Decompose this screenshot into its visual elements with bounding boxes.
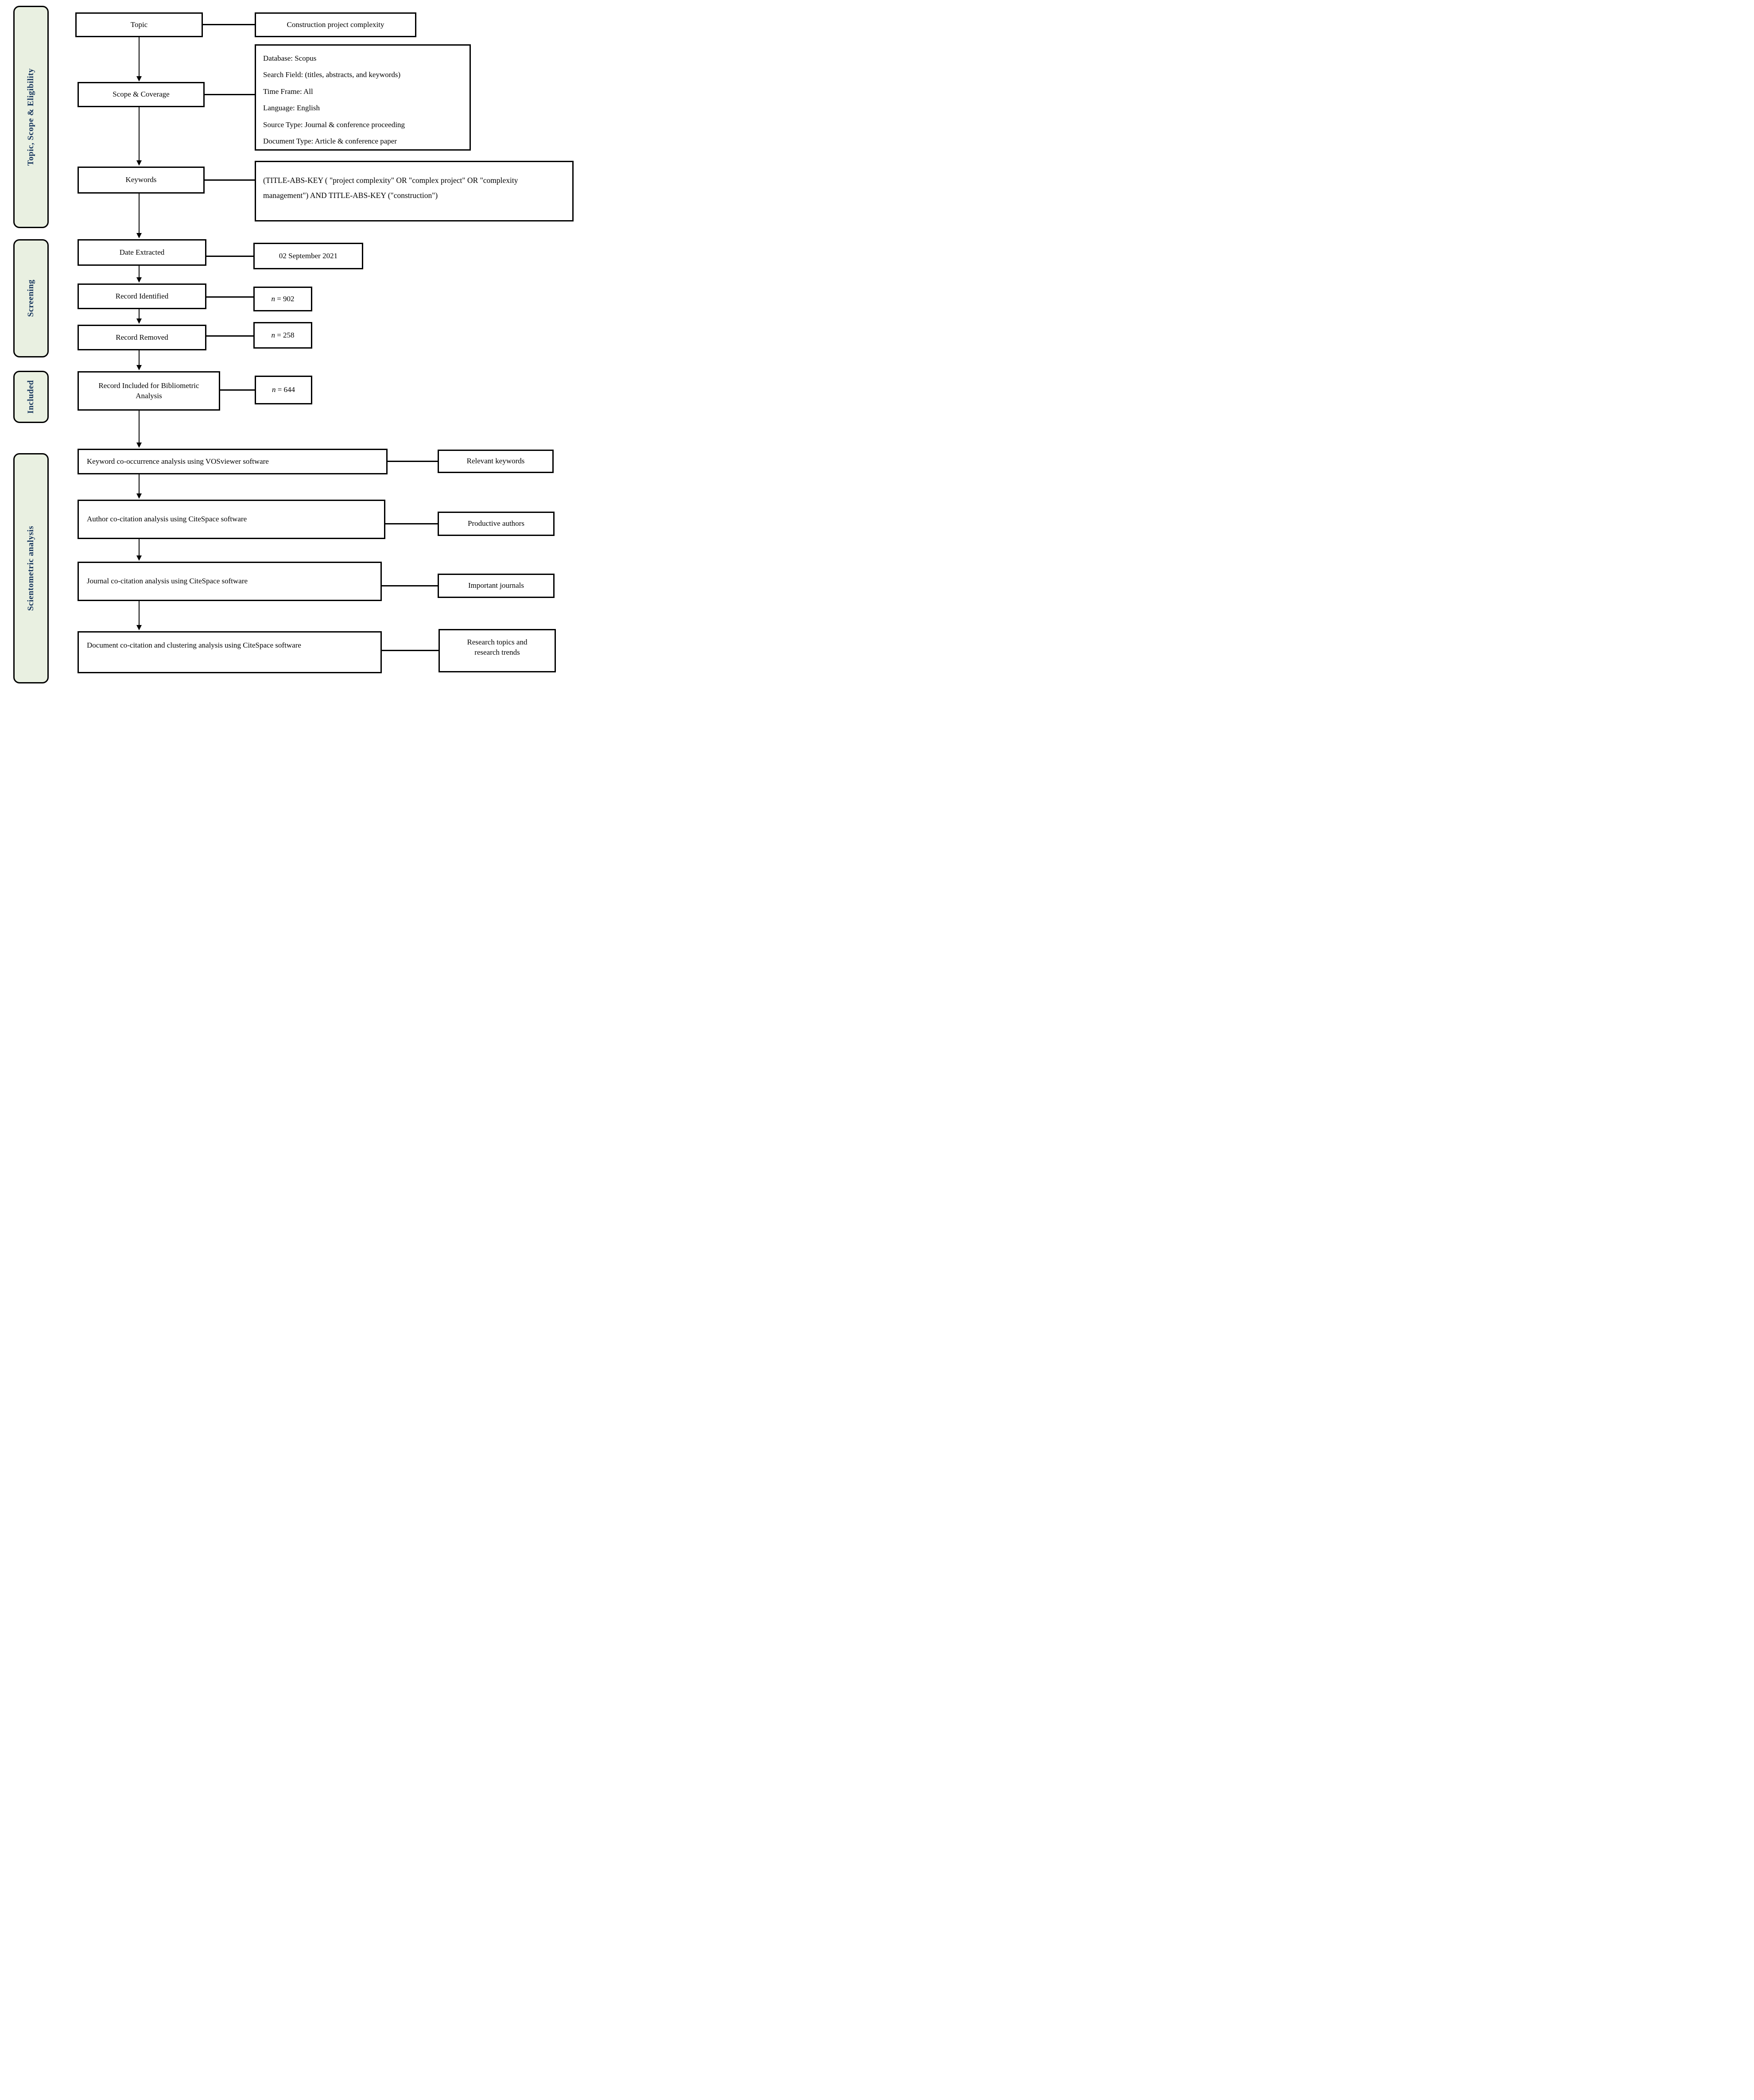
stage-label: Screening [26,279,35,317]
stage-screening: Screening [13,239,49,357]
down-arrow-icon [136,318,142,324]
connector-author-to-journal [139,539,140,556]
connector-date-to-identified [139,266,140,278]
down-arrow-icon [136,277,142,283]
author-cocitation-box: Author co-citation analysis using CiteSp… [78,500,385,539]
down-arrow-icon [136,443,142,448]
document-cocitation-label: Document co-citation and clustering anal… [87,641,301,649]
connector-date-value [206,256,253,257]
date-extracted-label: Date Extracted [119,248,165,256]
connector-journal-important [382,585,438,586]
connector-topic-note [203,24,255,25]
date-value-box: 02 September 2021 [253,243,363,269]
count-value: n = 902 [271,294,294,304]
scope-detail-search-field: Search Field: (titles, abstracts, and ke… [263,70,401,79]
record-removed-count-box: n = 258 [253,322,312,349]
topic-note-box: Construction project complexity [255,12,416,37]
connector-removed-to-included [139,350,140,366]
author-cocitation-label: Author co-citation analysis using CiteSp… [87,515,247,524]
stage-label: Included [26,380,35,414]
connector-topic-to-scope [139,37,140,77]
keywords-box: Keywords [78,167,205,194]
scope-coverage-label: Scope & Coverage [113,90,170,99]
record-identified-box: Record Identified [78,283,206,309]
connector-included-to-keywordanalysis [139,411,140,443]
stage-label: Topic, Scope & Eligibility [26,68,35,166]
stage-topic-scope-eligibility: Topic, Scope & Eligibility [13,6,49,228]
connector-keywords-query [205,179,255,181]
record-removed-box: Record Removed [78,325,206,350]
keyword-cooccurrence-box: Keyword co-occurrence analysis using VOS… [78,449,388,474]
stage-scientometric-analysis: Scientometric analysis [13,453,49,683]
scope-detail-database: Database: Scopus [263,54,317,62]
record-removed-label: Record Removed [116,333,168,342]
date-value: 02 September 2021 [279,251,338,260]
n-symbol: n [271,330,275,339]
connector-removed-count [206,335,253,337]
count-number: = 644 [276,385,295,394]
connector-identified-to-removed [139,309,140,319]
scope-detail-language: Language: English [263,104,320,113]
keyword-cooccurrence-label: Keyword co-occurrence analysis using VOS… [87,457,269,466]
down-arrow-icon [136,555,142,561]
record-identified-label: Record Identified [115,291,169,300]
productive-authors-box: Productive authors [438,512,555,536]
relevant-keywords-label: Relevant keywords [466,457,525,466]
connector-identified-count [206,296,253,298]
important-journals-box: Important journals [438,574,555,598]
count-value: n = 644 [272,385,295,395]
down-arrow-icon [136,493,142,499]
relevant-keywords-box: Relevant keywords [438,450,554,473]
n-symbol: n [272,385,276,394]
connector-keyword-relevant [388,461,438,462]
connector-scope-to-keywords [139,107,140,161]
count-number: = 258 [275,330,295,339]
topic-label: Topic [130,20,148,29]
stage-label: Scientometric analysis [26,525,35,611]
date-extracted-box: Date Extracted [78,239,206,266]
keywords-query: (TITLE-ABS-KEY ( "project complexity" OR… [263,176,518,200]
down-arrow-icon [136,625,142,630]
scope-coverage-box: Scope & Coverage [78,82,205,107]
scope-detail-source-type: Source Type: Journal & conference procee… [263,120,405,129]
connector-keywords-to-date [139,194,140,234]
journal-cocitation-label: Journal co-citation analysis using CiteS… [87,577,248,586]
down-arrow-icon [136,365,142,370]
scope-details-box: Database: Scopus Search Field: (titles, … [255,44,471,151]
record-included-count-box: n = 644 [255,376,312,404]
connector-journal-to-document [139,601,140,626]
journal-cocitation-box: Journal co-citation analysis using CiteS… [78,562,382,601]
connector-keywordanalysis-to-author [139,474,140,494]
down-arrow-icon [136,233,142,238]
document-cocitation-box: Document co-citation and clustering anal… [78,631,382,673]
important-journals-label: Important journals [468,581,524,590]
topic-note: Construction project complexity [287,20,384,29]
keywords-query-box: (TITLE-ABS-KEY ( "project complexity" OR… [255,161,574,221]
connector-document-research [382,650,438,651]
n-symbol: n [271,294,275,303]
topic-box: Topic [75,12,203,37]
research-topics-label: Research topics and research trends [467,638,528,656]
scope-detail-time-frame: Time Frame: All [263,87,313,96]
scope-detail-document-type: Document Type: Article & conference pape… [263,136,397,145]
down-arrow-icon [136,160,142,166]
count-value: n = 258 [271,330,294,341]
stage-included: Included [13,371,49,423]
down-arrow-icon [136,76,142,82]
research-topics-box: Research topics and research trends [438,629,556,672]
connector-included-count [220,389,255,391]
connector-scope-details [205,94,255,95]
flowchart-canvas: Topic, Scope & Eligibility Screening Inc… [0,0,585,700]
record-identified-count-box: n = 902 [253,287,312,311]
record-included-box: Record Included for Bibliometric Analysi… [78,371,220,411]
productive-authors-label: Productive authors [468,519,524,528]
keywords-label: Keywords [125,175,157,184]
record-included-label: Record Included for Bibliometric Analysi… [98,381,199,400]
connector-author-productive [385,523,438,524]
count-number: = 902 [275,294,295,303]
